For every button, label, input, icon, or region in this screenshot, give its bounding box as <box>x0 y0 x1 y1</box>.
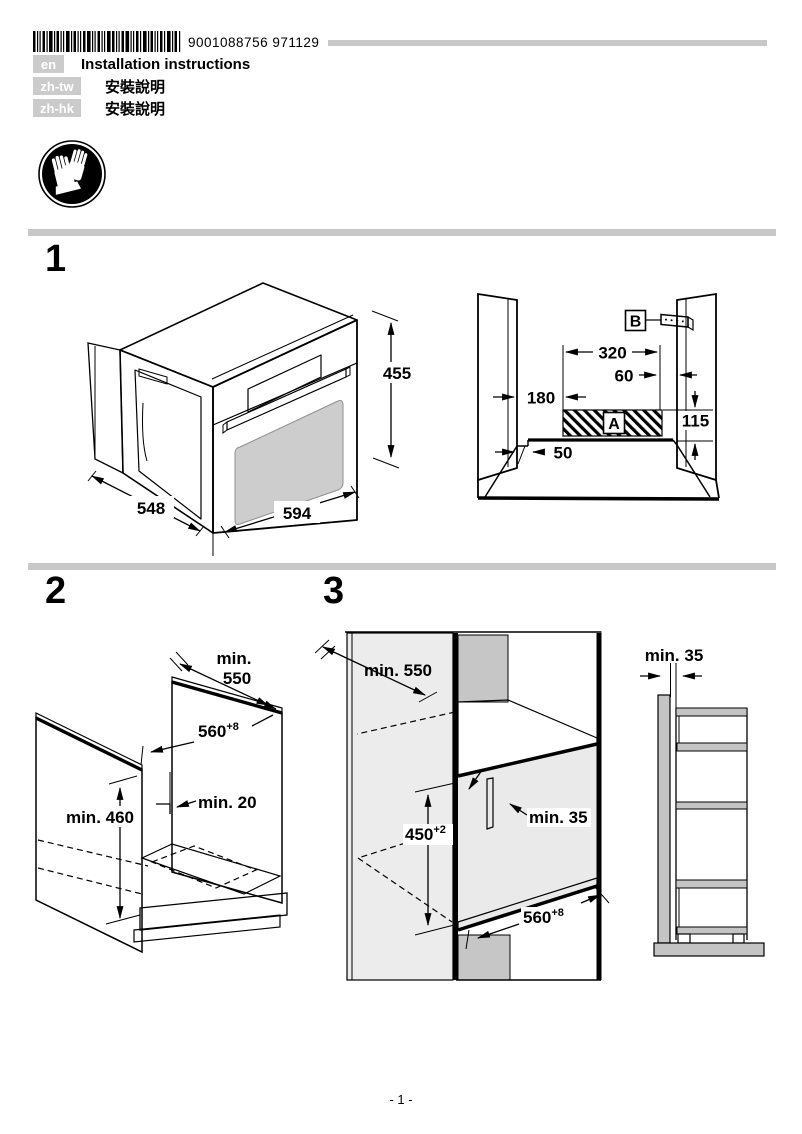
figure-3-tall-cabinet-drawing: min. 550 450+2 min. 35 560+8 <box>315 631 610 981</box>
title-zh-hk: 安裝說明 <box>105 100 166 118</box>
oven-front-face <box>212 319 358 534</box>
lower-compartment <box>458 746 597 928</box>
dim-front-edge-gap: min. 20 <box>198 793 257 812</box>
figure-1-niche-drawing: A B 320 60 180 115 50 <box>477 292 720 501</box>
dim-rear-height: 115 <box>682 412 709 431</box>
barcode-number: 9001088756 971129 <box>188 35 320 50</box>
page-number: - 1 - <box>389 1092 413 1107</box>
tall-cabinet-left-panel <box>346 632 454 981</box>
hidden-appliance-outline <box>37 839 258 895</box>
dim-oven-depth: 548 <box>137 499 165 518</box>
dim-oven-height: 455 <box>383 364 411 383</box>
figure-2-number: 2 <box>45 570 67 612</box>
dim-niche-height-3: 450+2 <box>405 824 446 844</box>
dim-depth-3: min. 550 <box>364 661 432 680</box>
oven-display <box>247 354 322 413</box>
niche-left-panel <box>477 292 518 482</box>
hidden-appliance-outline-3 <box>356 711 456 923</box>
figure-1-oven-drawing: 455 548 594 <box>87 282 420 556</box>
header-rule <box>328 40 767 46</box>
wall <box>657 694 671 944</box>
dim-oven-width: 594 <box>283 504 312 523</box>
lang-tag-zh-hk: zh-hk <box>33 99 81 117</box>
dim-front-gap: 50 <box>554 444 573 463</box>
section-divider-2 <box>28 563 776 570</box>
title-zh-tw: 安裝說明 <box>105 78 166 96</box>
protective-gloves-icon <box>38 140 106 208</box>
dim-spacer-gap: min. 35 <box>529 808 588 827</box>
dim-depth-min-word: min. <box>217 649 252 668</box>
cabinet-shelves <box>675 707 748 935</box>
lang-tag-zh-tw: zh-tw <box>33 77 81 95</box>
dim-wall-gap: min. 35 <box>645 646 704 665</box>
dim-depth-value: 550 <box>223 669 251 688</box>
dim-recess-width: 320 <box>598 344 626 363</box>
label-a: A <box>608 416 620 433</box>
figure-3-side-view: min. 35 <box>640 646 765 957</box>
floor-slab <box>653 942 765 957</box>
mounting-bracket <box>660 313 689 328</box>
barcode <box>33 31 181 52</box>
niche-back-wall <box>457 634 509 703</box>
lang-tag-en: en <box>33 55 64 73</box>
dim-left-offset: 180 <box>527 389 555 408</box>
cabinet-plinth <box>139 892 288 931</box>
figure-3-number: 3 <box>323 570 345 612</box>
cabinet-leg <box>677 933 691 944</box>
dim-niche-width: 560+8 <box>198 721 239 741</box>
spacer-strip <box>486 777 494 830</box>
base-back-wall <box>457 934 511 981</box>
section-divider-1 <box>28 229 776 236</box>
title-en: Installation instructions <box>81 55 251 73</box>
dim-niche-height: min. 460 <box>66 808 134 827</box>
label-b: B <box>630 314 642 331</box>
dim-recess-offset: 60 <box>615 367 634 386</box>
oven-door-edge <box>87 342 124 475</box>
cabinet-leg <box>732 933 745 944</box>
oven-side-vent <box>138 368 168 385</box>
figure-1-number: 1 <box>45 238 67 280</box>
figure-2-cabinet-drawing: min. 550 560+8 min. 20 min. 460 <box>35 649 288 954</box>
cabinet-base-shadow <box>133 914 281 943</box>
dim-shelf-width: 560+8 <box>523 907 564 927</box>
cabinet-left-panel <box>35 716 143 954</box>
oven-handle <box>226 368 347 431</box>
